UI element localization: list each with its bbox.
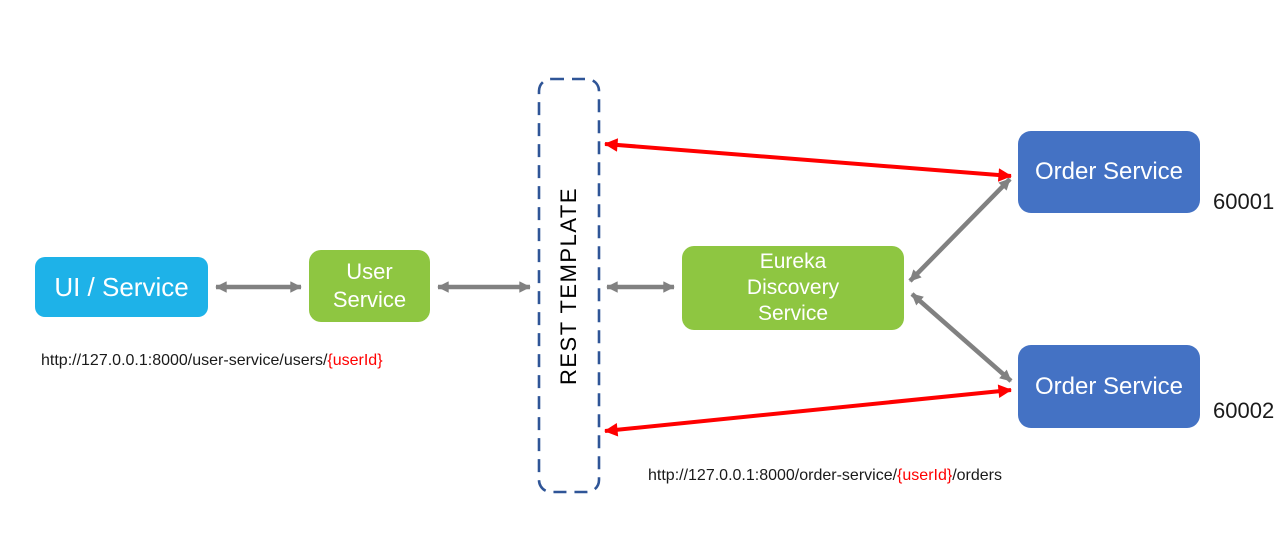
arrow-eureka-to-order-service-1 bbox=[908, 177, 1012, 283]
order-service-url: http://127.0.0.1:8000/order-service/{use… bbox=[648, 467, 1002, 485]
order-service-url-suffix: /orders bbox=[952, 467, 1002, 484]
order-service-2-port-label: 60002 bbox=[1213, 398, 1275, 423]
node-ui-service-label: UI / Service bbox=[54, 271, 189, 302]
red-arrow-rest-template-order-service-2 bbox=[604, 384, 1012, 437]
rest-template-label: REST TEMPLATE bbox=[556, 187, 581, 385]
node-user-service-label-line2: Service bbox=[332, 287, 407, 312]
node-order-service-1-label: Order Service bbox=[1034, 158, 1184, 185]
node-eureka-label-line2: Discovery bbox=[746, 276, 840, 299]
node-order-service-1: Order Service bbox=[1018, 131, 1200, 213]
order-service-1-port-label: 60001 bbox=[1213, 189, 1275, 214]
node-eureka-discovery-service: Eureka Discovery Service bbox=[682, 246, 904, 330]
node-user-service-label-line1: User bbox=[346, 259, 393, 284]
arrow-eureka-to-order-service-2 bbox=[910, 292, 1013, 383]
order-service-url-param: {userId} bbox=[897, 467, 953, 484]
node-eureka-label-line3: Service bbox=[757, 302, 829, 325]
user-service-url: http://127.0.0.1:8000/user-service/users… bbox=[41, 352, 383, 370]
user-service-url-prefix: http://127.0.0.1:8000/user-service/users… bbox=[41, 352, 328, 369]
node-ui-service: UI / Service bbox=[35, 257, 208, 317]
node-eureka-label-line1: Eureka bbox=[759, 250, 827, 273]
node-order-service-2-label: Order Service bbox=[1034, 372, 1184, 400]
order-service-url-prefix: http://127.0.0.1:8000/order-service/ bbox=[648, 467, 898, 484]
red-arrow-rest-template-order-service-1 bbox=[604, 138, 1012, 182]
node-order-service-2: Order Service bbox=[1018, 345, 1200, 428]
user-service-url-param: {userId} bbox=[327, 352, 383, 369]
node-user-service: User Service bbox=[309, 250, 430, 322]
